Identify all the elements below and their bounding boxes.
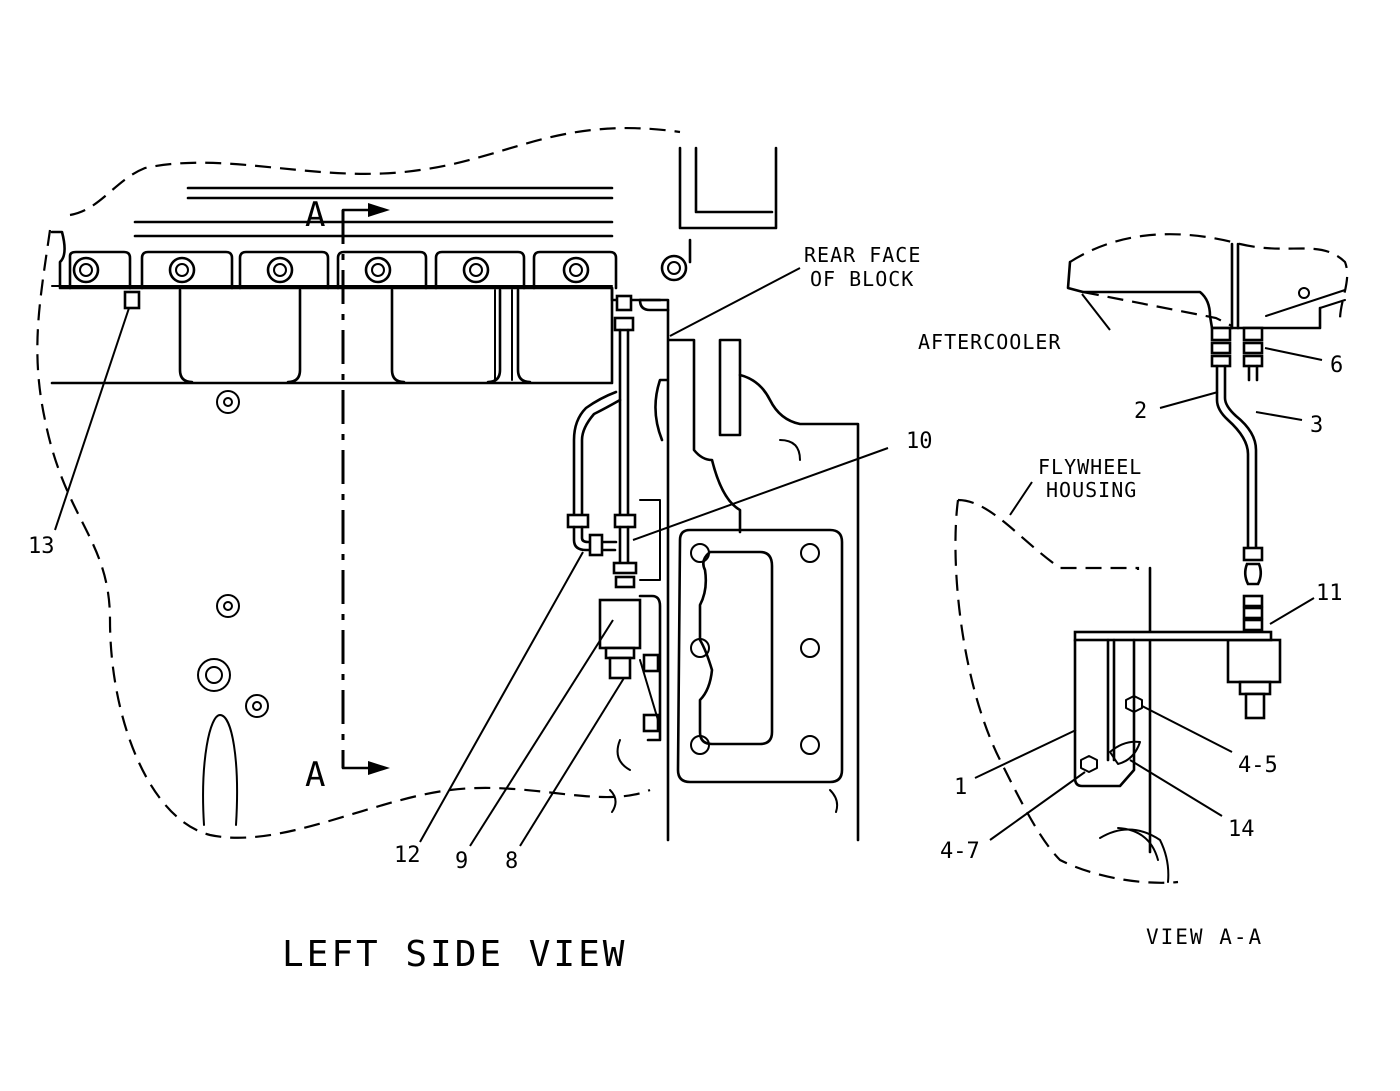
tube-assembly-left <box>566 294 662 742</box>
flywheel-housing-phantom <box>954 498 1179 884</box>
callout-13: 13 <box>28 534 55 559</box>
callout-12: 12 <box>394 843 421 868</box>
callout-4-5: 4-5 <box>1238 753 1278 778</box>
left-side-view: A A <box>28 127 933 975</box>
callout-10: 10 <box>906 429 933 454</box>
callout-3: 3 <box>1310 413 1323 438</box>
callout-4-7: 4-7 <box>940 839 980 864</box>
aftercooler-bracket <box>678 146 778 264</box>
manifold-flange <box>50 230 662 302</box>
tube-assembly-aa <box>1210 326 1282 720</box>
block-pads <box>50 286 614 385</box>
callout-2: 2 <box>1134 399 1147 424</box>
section-line-aa <box>341 203 390 775</box>
left-view-title: LEFT SIDE VIEW <box>282 934 627 975</box>
note-flywheel-line1: FLYWHEEL <box>1038 455 1142 479</box>
note-flywheel-line2: HOUSING <box>1046 478 1137 502</box>
callout-14: 14 <box>1228 817 1255 842</box>
aftercooler-phantom <box>1069 233 1349 321</box>
view-aa-title: VIEW A-A <box>1146 925 1263 949</box>
note-rear-face-line2: OF BLOCK <box>810 267 914 291</box>
view-aa: 6 2 3 11 1 4-5 14 4-7 AFTERCOOLER FLYWHE… <box>918 233 1349 949</box>
section-marker-bottom: A <box>305 755 325 795</box>
callout-11: 11 <box>1316 581 1343 606</box>
engine-phantom-outline <box>36 127 681 839</box>
callout-9: 9 <box>455 849 468 874</box>
manifold-bolts <box>68 250 688 290</box>
callout-8: 8 <box>505 849 518 874</box>
bracket-plate <box>676 528 844 784</box>
rear-face-of-block <box>638 298 742 842</box>
note-aftercooler: AFTERCOOLER <box>918 330 1061 354</box>
callout-1: 1 <box>954 775 967 800</box>
note-rear-face-line1: REAR FACE <box>804 243 921 267</box>
block-plugs <box>197 390 269 718</box>
bracket-holes <box>690 543 820 755</box>
callout-6: 6 <box>1330 353 1343 378</box>
section-marker-top: A <box>305 195 325 235</box>
